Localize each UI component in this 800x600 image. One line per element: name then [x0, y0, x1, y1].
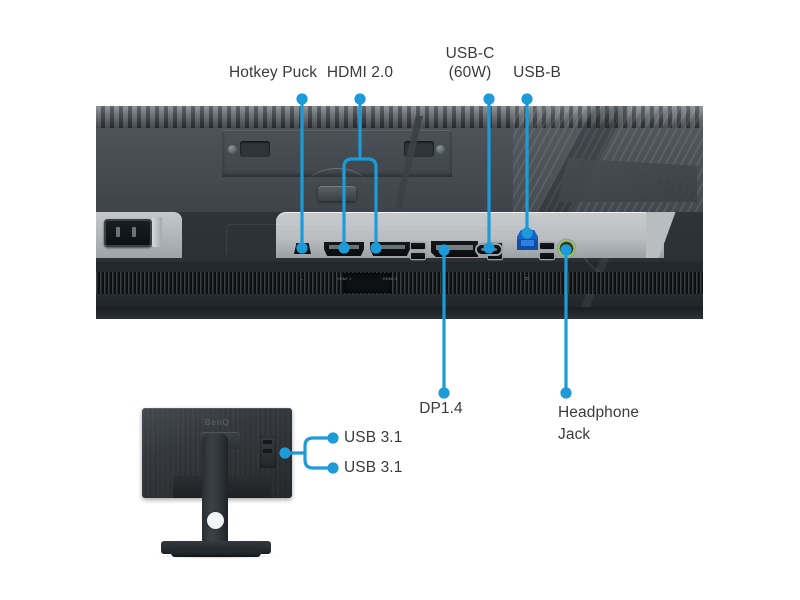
vesa-screw-left — [228, 145, 237, 154]
silkscreen-hdmi-2: HDMI 2 — [382, 276, 398, 281]
vesa-hole-left — [240, 141, 270, 157]
dot-usb31-bottom-label — [327, 462, 339, 474]
dot-usb-c-label — [483, 93, 495, 105]
silkscreen-usb-c: ⌄ — [487, 276, 491, 281]
label-headphone-line1: Headphone — [558, 404, 640, 421]
body-base-shadow — [96, 307, 703, 319]
hdmi-port-1 — [324, 242, 364, 256]
shell-arc-detail — [309, 168, 365, 183]
dot-hdmi-label — [354, 93, 366, 105]
label-usb31-bottom: USB 3.1 — [344, 459, 403, 476]
cable-clip — [318, 186, 356, 201]
usb-b-upstream-port — [517, 230, 538, 250]
dot-hotkey-puck-label — [296, 93, 308, 105]
label-dp: DP1.4 — [419, 400, 463, 417]
monitor-lower-body — [96, 212, 703, 319]
vent-slot-6 — [540, 253, 554, 259]
power-socket-tab — [152, 217, 162, 247]
brand-logo: BenQ — [204, 417, 230, 427]
mini-usb-3-1-port-bottom — [263, 449, 272, 453]
shell-bevel-right — [513, 106, 703, 212]
label-hdmi: HDMI 2.0 — [326, 64, 394, 81]
dot-headphone-label — [560, 387, 572, 399]
monitor-upper-shell — [96, 106, 703, 212]
monitor-rear-full-view: BenQ — [137, 408, 297, 560]
mini-stand-base — [161, 541, 271, 557]
dot-usb-b-label — [521, 93, 533, 105]
mini-usb-hotkey-puck-port — [294, 243, 311, 254]
vent-slot-2 — [411, 253, 425, 259]
mini-side-io-cluster — [260, 436, 276, 468]
power-inlet-plate — [96, 212, 182, 258]
label-usb31-top: USB 3.1 — [344, 429, 403, 446]
leader-usb31-bracket — [303, 436, 335, 470]
speaker-grille — [96, 272, 703, 294]
label-hotkey-puck: Hotkey Puck — [228, 64, 318, 81]
label-usb-b: USB-B — [513, 64, 561, 81]
grille-notch — [344, 273, 392, 293]
silkscreen-hdmi-1: HDMI 1 — [336, 276, 352, 281]
headphone-jack-port — [558, 240, 575, 257]
mini-usb-3-1-port-top — [263, 440, 272, 444]
hdmi-port-2 — [370, 242, 410, 256]
displayport-1-4-port — [431, 241, 478, 257]
vent-slot-5 — [540, 243, 554, 249]
mini-cable-management-hole — [207, 512, 224, 529]
label-usb-c-line1: USB-C — [445, 45, 495, 62]
label-usb-c-line2: (60W) — [448, 64, 492, 81]
silkscreen-hotkey: ⌄ — [300, 276, 304, 281]
monitor-rear-closeup-photo — [96, 106, 703, 319]
label-headphone-line2: Jack — [558, 426, 591, 443]
dot-usb31-top-label — [327, 432, 339, 444]
vent-slot-4 — [488, 253, 502, 259]
mini-stand-shadow — [151, 554, 281, 559]
dot-dp-label — [438, 387, 450, 399]
usb-c-port — [477, 245, 501, 254]
ac-power-socket — [104, 219, 152, 247]
stand-neck-edge — [349, 116, 469, 212]
vent-slot-1 — [411, 243, 425, 249]
silkscreen-usb-b: ⎚ — [525, 276, 529, 281]
